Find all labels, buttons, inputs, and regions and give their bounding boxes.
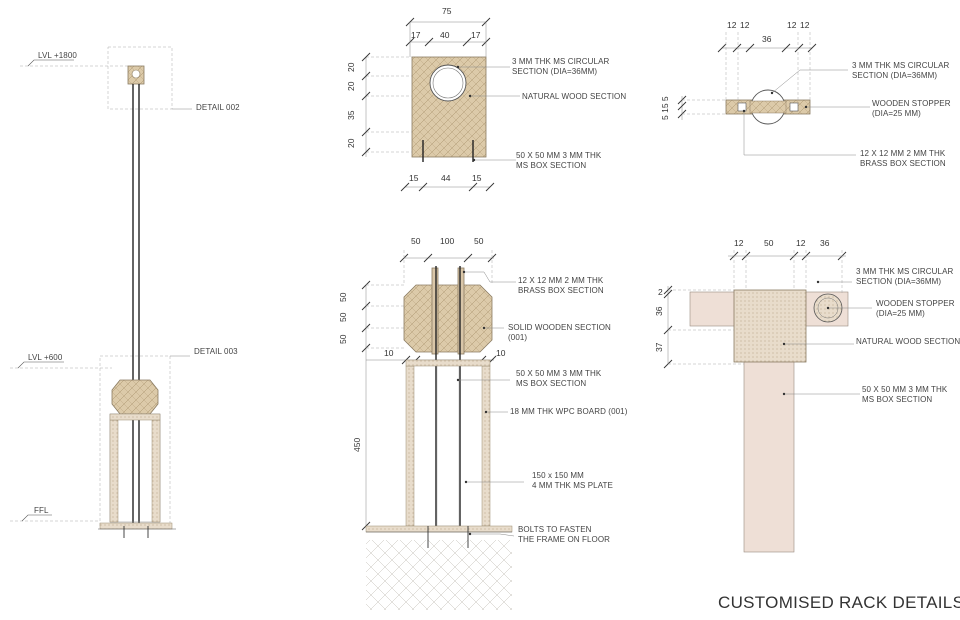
note-a-1: 3 MM THK MS CIRCULAR (512, 57, 610, 66)
mid-wooden-block (111, 379, 159, 415)
natural-wood-block (733, 289, 807, 363)
note-sa-6: MS BOX SECTION (516, 379, 586, 388)
note-sa-3: SOLID WOODEN SECTION (508, 323, 611, 332)
dim-left-35: 35 (346, 110, 356, 120)
note-a-4: 50 X 50 MM 3 MM THK (516, 151, 602, 160)
ms-box-post (743, 359, 795, 553)
dim-sb-12b: 12 (796, 238, 806, 248)
note-sb-7: MS BOX SECTION (862, 395, 932, 404)
drawing-title: CUSTOMISED RACK DETAILS (718, 593, 960, 612)
dim-sa-50b: 50 (474, 236, 484, 246)
note-sa-4: (001) (508, 333, 527, 342)
note-sa-8: 150 x 150 MM (532, 471, 584, 480)
dim-sb-36: 36 (820, 238, 830, 248)
dim-bottom-15b: 15 (472, 173, 482, 183)
dim-sb-36-left: 36 (654, 306, 664, 316)
note-sb-1: 3 MM THK MS CIRCULAR (856, 267, 954, 276)
dim-sa-50a: 50 (411, 236, 421, 246)
dim-b-left: 5 15 5 (660, 96, 670, 120)
note-sb-6: 50 X 50 MM 3 MM THK (862, 385, 948, 394)
detail-002-label: DETAIL 002 (196, 103, 240, 112)
dim-sa-left-50a: 50 (338, 292, 348, 302)
note-b-4: (DIA=25 MM) (872, 109, 921, 118)
dim-sa-left-50b: 50 (338, 312, 348, 322)
dim-sb-12a: 12 (734, 238, 744, 248)
note-sa-7: 18 MM THK WPC BOARD (001) (510, 407, 628, 416)
dim-sa-10a: 10 (384, 348, 394, 358)
wpc-board-left (405, 365, 415, 527)
dim-sb-37: 37 (654, 342, 664, 352)
dim-sa-10b: 10 (496, 348, 506, 358)
elevation-view: LVL +1800 LVL +600 FFL DETAIL 002 DETAIL… (10, 46, 240, 538)
dim-sa-450: 450 (352, 438, 362, 452)
note-b-6: BRASS BOX SECTION (860, 159, 946, 168)
wpc-board-right (481, 365, 491, 527)
dim-sa-100: 100 (440, 236, 454, 246)
dim-left-20a: 20 (346, 62, 356, 72)
dim-sb-2: 2 (658, 287, 663, 297)
dim-sa-left-50c: 50 (338, 334, 348, 344)
dim-b-12b: 12 (740, 20, 750, 30)
dim-b-36: 36 (762, 34, 772, 44)
detail-plan-b: 12 12 36 12 12 5 15 5 3 MM THK MS CIRCUL… (660, 20, 951, 168)
note-sa-11: THE FRAME ON FLOOR (518, 535, 610, 544)
note-a-5: MS BOX SECTION (516, 161, 586, 170)
note-sa-2: BRASS BOX SECTION (518, 286, 604, 295)
note-sa-10: BOLTS TO FASTEN (518, 525, 592, 534)
note-sb-2: SECTION (DIA=36MM) (856, 277, 941, 286)
note-sb-3: WOODEN STOPPER (876, 299, 955, 308)
detail-section-a: 50 100 50 50 50 50 450 10 10 (338, 236, 628, 610)
dim-top-17a: 17 (411, 30, 421, 40)
note-sa-9: 4 MM THK MS PLATE (532, 481, 613, 490)
solid-wooden-section (403, 284, 493, 353)
level-floor-label: FFL (34, 506, 49, 515)
dim-sb-50: 50 (764, 238, 774, 248)
dim-bottom-44: 44 (441, 173, 451, 183)
dim-top-40: 40 (440, 30, 450, 40)
dim-b-12a: 12 (727, 20, 737, 30)
note-b-1: 3 MM THK MS CIRCULAR (852, 61, 950, 70)
dim-left-20c: 20 (346, 138, 356, 148)
note-sb-4: (DIA=25 MM) (876, 309, 925, 318)
note-b-3: WOODEN STOPPER (872, 99, 951, 108)
note-b-2: SECTION (DIA=36MM) (852, 71, 937, 80)
ms-circular-section (429, 64, 467, 102)
note-sb-5: NATURAL WOOD SECTION (856, 337, 960, 346)
note-b-5: 12 X 12 MM 2 MM THK (860, 149, 946, 158)
detail-003-label: DETAIL 003 (194, 347, 238, 356)
dim-bottom-15a: 15 (409, 173, 419, 183)
dim-top-75: 75 (442, 6, 452, 16)
detail-section-b: 12 50 12 36 2 36 37 3 MM THK MS CIRCULAR… (654, 238, 960, 553)
note-a-3: NATURAL WOOD SECTION (522, 92, 626, 101)
dim-top-17b: 17 (471, 30, 481, 40)
floor-hatch (366, 540, 512, 610)
dim-b-12d: 12 (800, 20, 810, 30)
note-sa-1: 12 X 12 MM 2 MM THK (518, 276, 604, 285)
dim-b-12c: 12 (787, 20, 797, 30)
dim-left-20b: 20 (346, 81, 356, 91)
level-mid-label: LVL +600 (28, 353, 63, 362)
level-top-label: LVL +1800 (38, 51, 77, 60)
wooden-stopper (749, 100, 787, 114)
note-sa-5: 50 X 50 MM 3 MM THK (516, 369, 602, 378)
detail-plan-a: 75 17 40 17 20 20 35 20 15 44 15 (346, 6, 626, 192)
note-a-2: SECTION (DIA=36MM) (512, 67, 597, 76)
